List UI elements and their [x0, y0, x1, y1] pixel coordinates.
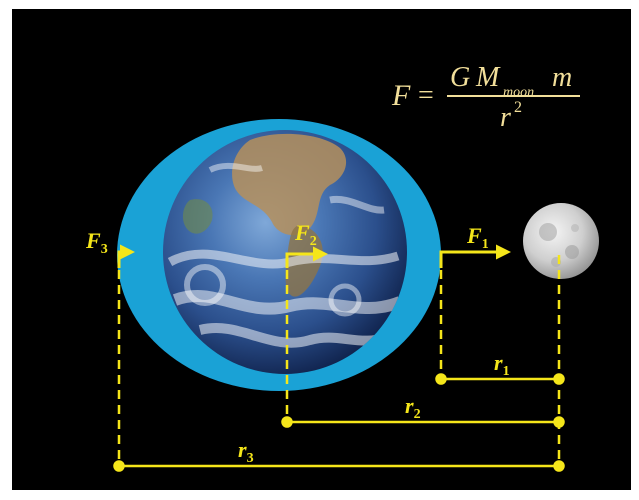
formula-equals: =	[418, 80, 434, 111]
distance-bar-r1-end-dot	[553, 373, 565, 385]
distance-label-r1-sub: 1	[503, 364, 510, 379]
moon	[523, 203, 599, 279]
drop-lines	[117, 255, 561, 466]
formula-numerator-M: M	[475, 62, 501, 93]
distance-label-r1: r1	[494, 350, 510, 379]
force-label-f1-sub: 1	[482, 237, 489, 252]
distance-label-r2-sub: 2	[414, 407, 421, 422]
distance-label-r2: r2	[405, 393, 421, 422]
formula-numerator-G: G	[450, 62, 470, 93]
distance-bar-r3-end-dot	[553, 460, 565, 472]
earth-globe	[163, 130, 407, 374]
force-arrow-f3	[117, 244, 135, 268]
distance-label-r3-symbol: r	[238, 437, 247, 462]
force-arrow-f2	[285, 246, 328, 268]
formula-numerator-sub: moon	[503, 85, 534, 100]
distance-bar-r2-end-dot	[553, 416, 565, 428]
distance-label-r3: r3	[238, 437, 254, 466]
distance-label-r2-symbol: r	[405, 393, 414, 418]
distance-label-r1-symbol: r	[494, 350, 503, 375]
force-label-f1-symbol: F	[466, 223, 482, 248]
distance-bars	[113, 373, 565, 472]
force-label-f2-symbol: F	[294, 220, 310, 245]
distance-label-r3-sub: 3	[247, 451, 254, 466]
gravity-formula: F = G M moon m r 2	[391, 62, 580, 133]
distance-bar-r1-start-dot	[435, 373, 447, 385]
distance-bar-r2-start-dot	[281, 416, 293, 428]
formula-denominator-r: r	[500, 102, 511, 133]
force-label-f2-sub: 2	[310, 234, 317, 249]
force-label-f3-sub: 3	[101, 242, 108, 257]
formula-numerator-m: m	[552, 62, 572, 93]
force-arrows	[117, 244, 511, 268]
force-arrow-f1	[439, 244, 511, 268]
force-label-f2: F2	[294, 220, 317, 249]
force-label-f3: F3	[85, 228, 108, 257]
force-label-f1: F1	[466, 223, 489, 252]
formula-lhs: F	[391, 79, 411, 112]
distance-bar-r3-start-dot	[113, 460, 125, 472]
force-label-f3-symbol: F	[85, 228, 101, 253]
formula-denominator-exp: 2	[514, 99, 522, 116]
